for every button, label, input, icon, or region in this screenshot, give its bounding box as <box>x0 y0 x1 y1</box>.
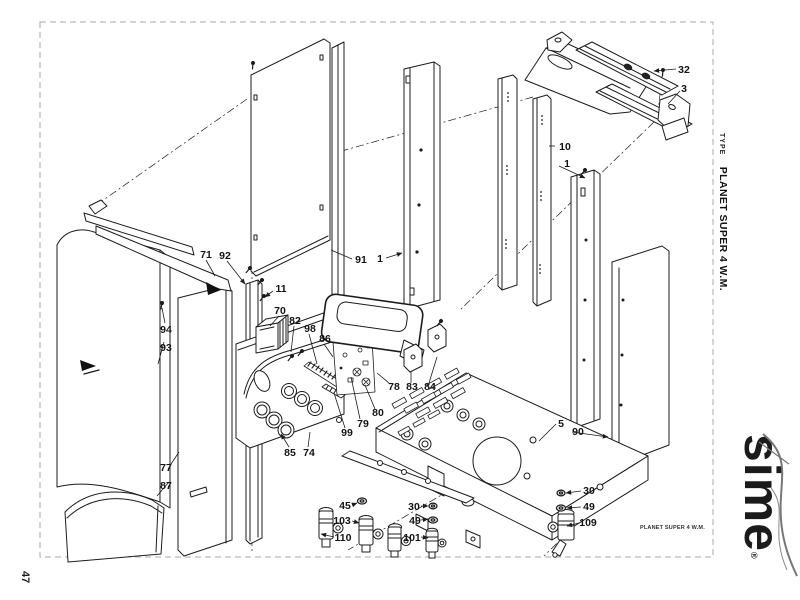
base-assembly-5 <box>375 367 649 549</box>
circuit-board-86 <box>332 338 376 396</box>
channel-rail-1-right <box>570 169 601 428</box>
flourish-swoosh <box>758 433 798 577</box>
type-label: TYPE <box>718 133 725 156</box>
back-panel-91 <box>250 38 345 323</box>
top-panel-assembly <box>524 31 693 141</box>
right-panel-90 <box>611 245 670 465</box>
front-panel-93 <box>56 229 171 509</box>
brand-logo: sime® <box>733 433 798 577</box>
washers <box>356 489 567 524</box>
channel-rail-1-center <box>403 61 441 309</box>
valve-101 <box>425 527 447 559</box>
lower-door-87 <box>64 491 165 563</box>
top-grille-71 <box>83 199 232 295</box>
transformer-70 <box>255 314 289 354</box>
position-arrow-mark <box>206 282 221 295</box>
brand-arrow-mark <box>80 360 96 371</box>
valve-110 <box>318 507 344 548</box>
leader-lines <box>156 68 681 540</box>
page-border <box>39 21 714 558</box>
model-name: PLANET SUPER 4 W.M. <box>717 166 729 292</box>
cover-duct <box>320 293 447 373</box>
support-rail <box>497 74 518 291</box>
side-panel-77 <box>177 285 233 557</box>
margin-type-text: TYPE PLANET SUPER 4 W.M. <box>715 133 733 291</box>
diagram-caption: PLANET SUPER 4 W.M. <box>640 525 705 531</box>
valve-mid <box>387 523 412 558</box>
page-number: 47 <box>19 571 31 584</box>
gas-manifold <box>341 450 475 504</box>
valve-103 <box>358 515 384 553</box>
support-rail-10 <box>532 94 552 307</box>
